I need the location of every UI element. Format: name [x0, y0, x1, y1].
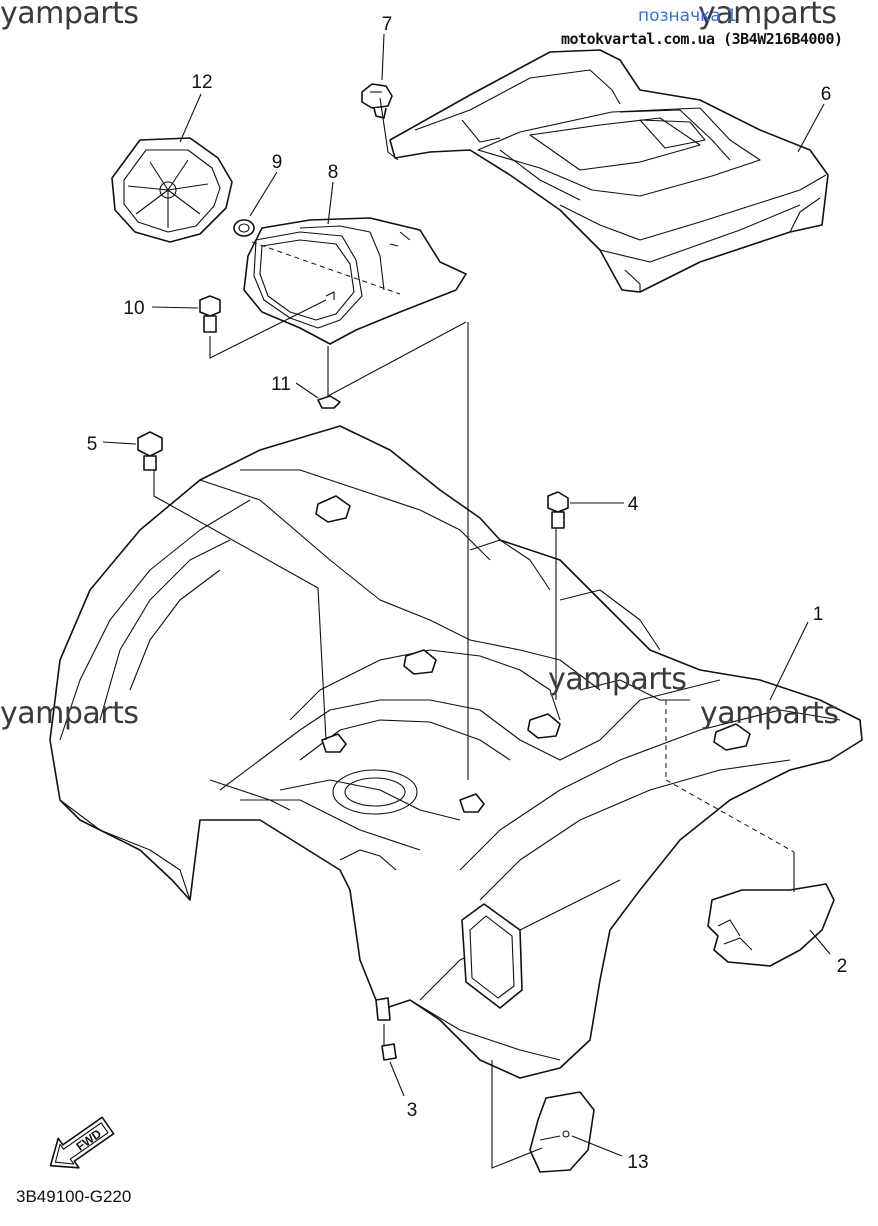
- callout-9: 9: [272, 152, 283, 173]
- part-4-bolt: [547, 491, 569, 529]
- part-12-storage-lid: [111, 137, 233, 243]
- part-7-rivet: [361, 83, 393, 119]
- part-11-nut: [317, 395, 341, 409]
- callout-10: 10: [123, 298, 144, 319]
- callout-2: 2: [837, 956, 848, 977]
- part-6-rear-carrier: [389, 49, 829, 293]
- callout-12: 12: [191, 72, 212, 93]
- watermark: yamparts: [0, 696, 139, 731]
- callout-1: 1: [813, 604, 824, 625]
- part-5-bolt: [137, 431, 163, 471]
- part-1-rear-fender: [49, 425, 863, 1079]
- callout-6: 6: [821, 84, 832, 105]
- fwd-direction-arrow: FWD: [49, 1116, 115, 1169]
- part-8-storage-box: [243, 217, 467, 345]
- part-13-flap: [529, 1091, 595, 1173]
- part-3-clip: [381, 1043, 397, 1061]
- watermark: yamparts: [700, 696, 839, 731]
- callout-4: 4: [628, 494, 639, 515]
- callout-13: 13: [627, 1152, 648, 1173]
- callout-7: 7: [382, 14, 393, 35]
- part-10-bolt: [199, 295, 221, 333]
- watermark: yamparts: [548, 662, 687, 697]
- drawing-code: 3B49100-G220: [16, 1187, 132, 1206]
- callout-3: 3: [407, 1100, 418, 1121]
- callout-11: 11: [271, 374, 291, 395]
- site-caption: motokvartal.com.ua (3B4W216B4000): [561, 30, 843, 48]
- part-2-flap: [707, 883, 835, 967]
- watermark: yamparts: [698, 0, 837, 31]
- callout-5: 5: [87, 434, 98, 455]
- callout-8: 8: [328, 162, 339, 183]
- watermark: yamparts: [0, 0, 139, 31]
- leader-lines: [102, 33, 831, 1169]
- bookmark-link[interactable]: позначка 1: [638, 6, 738, 26]
- part-9-grommet: [233, 219, 255, 237]
- callout-labels: 1 2 3 4 5 6 7 8 9 10 11 12 13: [87, 14, 848, 1173]
